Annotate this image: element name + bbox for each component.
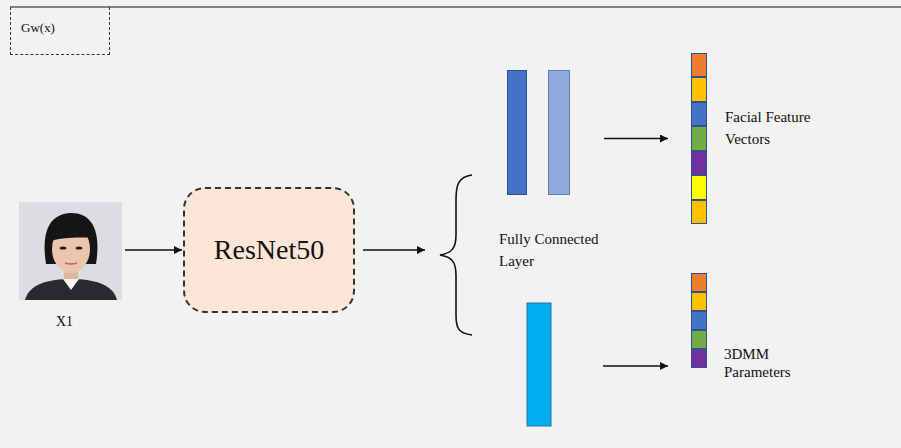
vector-cell — [691, 273, 707, 292]
fc-layer-bar — [548, 70, 570, 195]
node-label: ResNet50 — [214, 234, 324, 266]
node-caption: Fully Connected Layer — [499, 228, 627, 272]
vector-cell — [691, 102, 707, 126]
vector-cell — [691, 175, 707, 199]
eye — [76, 246, 83, 249]
node-caption: 3DMM Parameters — [724, 345, 812, 381]
vector-cell — [691, 311, 707, 330]
photo-background — [19, 202, 122, 300]
backbone-box: ResNet50 — [183, 187, 355, 313]
fc-layer: Fully Connected Layer — [507, 70, 570, 195]
frame-top-line — [10, 7, 901, 8]
feature-vector: Facial Feature Vectors — [691, 53, 707, 224]
fc-layer-bar — [527, 303, 551, 426]
function-label-box: Gw(x) — [10, 7, 110, 55]
mouth — [65, 263, 77, 264]
vector-cell — [691, 200, 707, 224]
node-caption: X1 — [56, 313, 73, 331]
vector-cell — [691, 53, 707, 77]
fc-layer-bar — [507, 70, 527, 195]
flow-arrow — [604, 138, 668, 140]
flow-arrow — [603, 365, 668, 367]
vector-cell — [691, 292, 707, 311]
input-photo: X1 — [19, 202, 122, 300]
flow-arrow — [363, 249, 425, 251]
collar — [63, 279, 79, 290]
split-brace — [440, 175, 472, 335]
parameter-vector: 3DMM Parameters — [691, 273, 707, 368]
vector-cell — [691, 330, 707, 349]
node-label: Gw(x) — [21, 20, 55, 36]
node-caption: Facial Feature Vectors — [725, 106, 847, 150]
flow-arrow — [125, 249, 182, 251]
shoulders — [25, 279, 117, 300]
vector-cell — [691, 151, 707, 175]
vector-cell — [691, 349, 707, 368]
vector-cell — [691, 126, 707, 150]
eye — [60, 246, 67, 249]
face-photo — [19, 202, 122, 300]
vector-cell — [691, 77, 707, 101]
bangs — [50, 219, 92, 242]
